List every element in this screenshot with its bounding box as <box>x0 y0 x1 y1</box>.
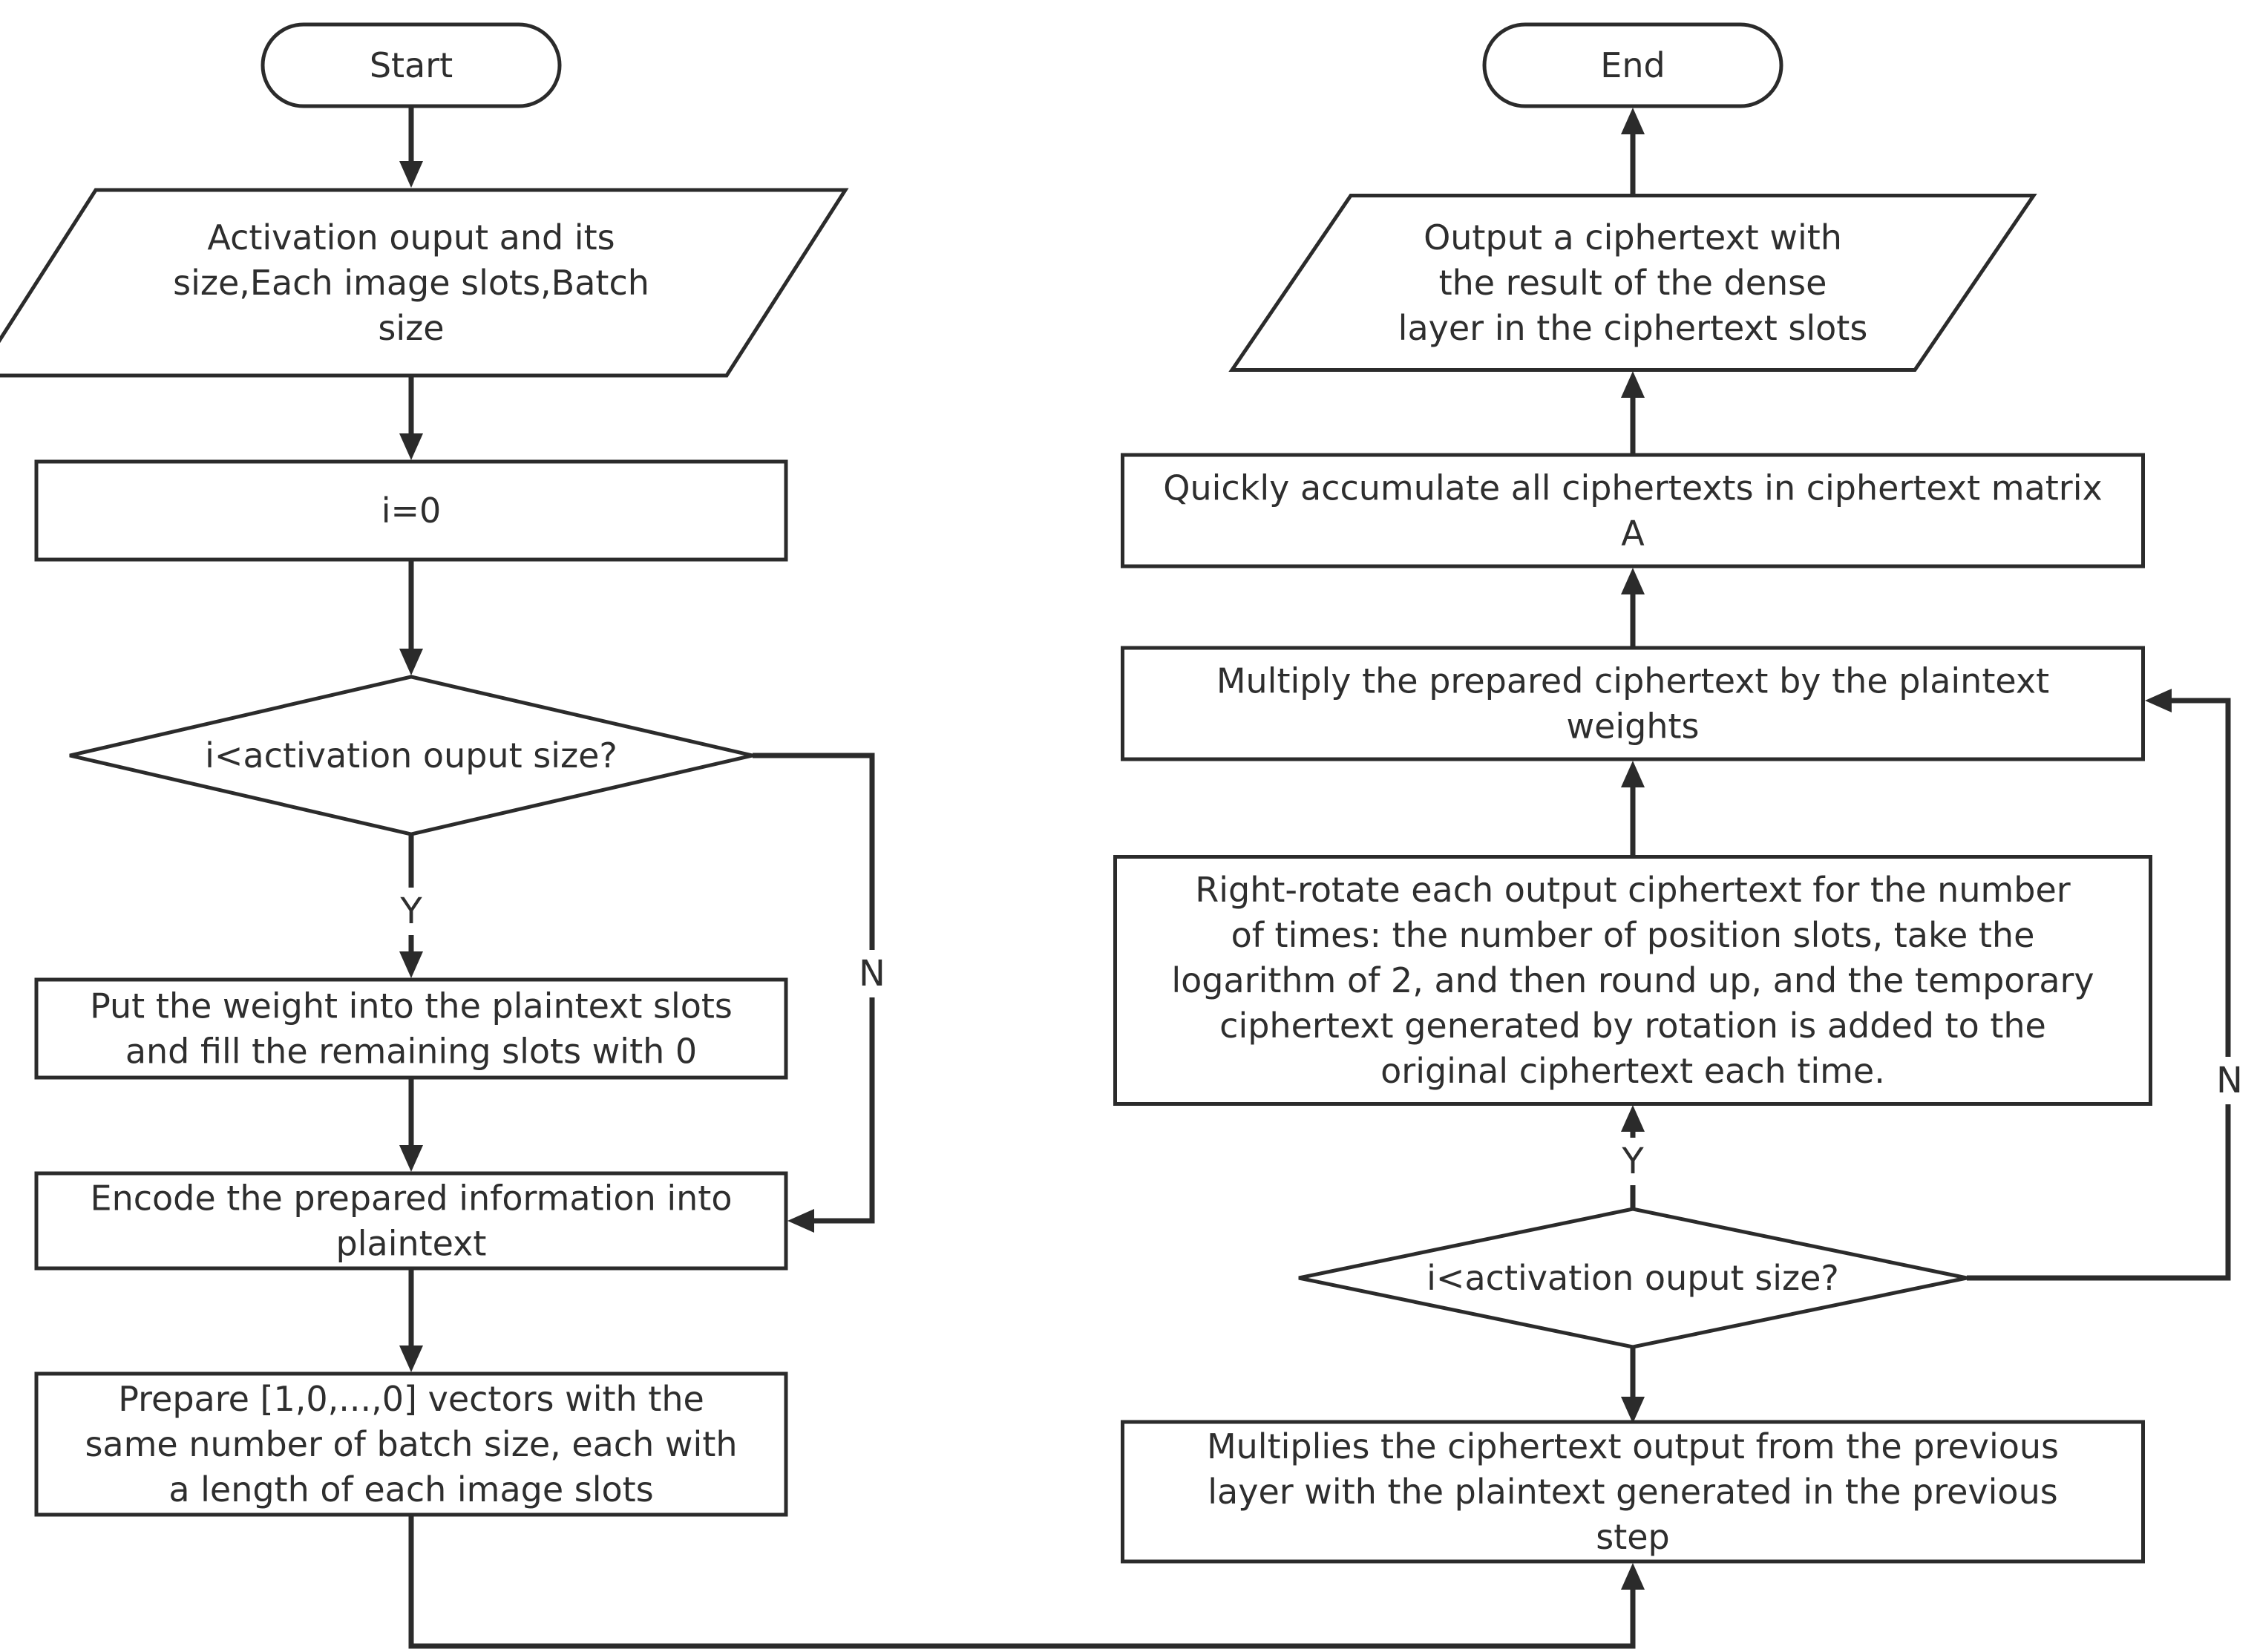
arrowhead <box>1621 761 1645 787</box>
process-box <box>1121 1420 2145 1564</box>
arrowhead <box>1621 1563 1645 1590</box>
node-label-line: ciphertext generated by rotation is adde… <box>1219 1006 2046 1046</box>
edge-label-background <box>854 950 891 997</box>
edge-rotate-to-multiply <box>1621 761 1645 856</box>
node-label-line: a length of each image slots <box>168 1469 653 1510</box>
edge-prepare-to-multiplies <box>408 1515 1645 1649</box>
edge-put-to-encode <box>399 1078 423 1172</box>
node-label-line: A <box>1621 514 1645 554</box>
node-put: Put the weight into the plaintext slots a… <box>34 977 788 1080</box>
node-encode: Encode the prepared information into plai… <box>34 1171 788 1271</box>
process-box <box>34 977 788 1080</box>
edge-accumulate-to-output <box>1621 371 1645 454</box>
node-label-line: original ciphertext each time. <box>1380 1051 1885 1091</box>
node-label-line: Prepare [1,0,...,0] vectors with the <box>118 1379 704 1419</box>
edge-cond2-to-rotate: Y <box>1614 1105 1651 1209</box>
arrowhead <box>1621 371 1645 398</box>
node-label-line: layer in the ciphertext slots <box>1398 308 1868 348</box>
edge-start-to-input <box>399 106 423 188</box>
edge-label-background <box>393 888 430 935</box>
edge-multiplies-to-cond2 <box>1621 1347 1645 1423</box>
node-accumulate: Quickly accumulate all ciphertexts in ci… <box>1121 453 2145 568</box>
edge-output-to-end <box>1621 108 1645 195</box>
node-input: Activation ouput and its size,Each image … <box>0 188 849 378</box>
process-box <box>1121 453 2145 568</box>
node-label-line: logarithm of 2, and then round up, and t… <box>1171 960 2094 1000</box>
node-cond1: i<activation ouput size? <box>69 675 753 836</box>
edge-label: Y <box>1621 1141 1644 1182</box>
arrowhead <box>1621 1105 1645 1132</box>
edge-multiply-to-accumulate <box>1621 568 1645 647</box>
node-rotate: Right-rotate each output ciphertext for … <box>1113 855 2152 1106</box>
edge-cond1-to-encode: N <box>753 753 891 1233</box>
connector-line <box>1967 698 2231 1281</box>
node-label-line: size <box>378 308 444 348</box>
connector-line <box>408 1515 1636 1649</box>
node-label-line: Multiply the prepared ciphertext by the … <box>1216 661 2049 701</box>
arrowhead <box>1621 1397 1645 1423</box>
node-start: Start <box>261 22 562 108</box>
node-multiply: Multiply the prepared ciphertext by the … <box>1121 646 2145 761</box>
edge-cond1-to-put: Y <box>393 834 430 978</box>
edge-label: N <box>2216 1060 2243 1101</box>
node-label-line: Output a ciphertext with <box>1424 217 1842 258</box>
node-output: Output a ciphertext with the result of th… <box>1228 194 2037 372</box>
node-end: End <box>1482 22 1783 108</box>
edge-label-background <box>1614 1138 1651 1185</box>
node-label-line: the result of the dense <box>1439 263 1827 303</box>
edge-label: Y <box>399 891 422 932</box>
node-label-line: Quickly accumulate all ciphertexts in ci… <box>1163 468 2102 508</box>
node-multiplies: Multiplies the ciphertext output from th… <box>1121 1420 2145 1564</box>
node-label-line: weights <box>1566 707 1699 747</box>
arrowhead <box>1621 108 1645 134</box>
node-label-line: Put the weight into the plaintext slots <box>90 986 733 1026</box>
arrowhead <box>787 1209 814 1233</box>
node-label-line: plaintext <box>336 1224 487 1264</box>
node-label-line: Right-rotate each output ciphertext for … <box>1195 870 2071 910</box>
arrowhead <box>399 1345 423 1372</box>
edge-label: N <box>859 953 885 994</box>
arrowhead <box>399 161 423 188</box>
node-prepare: Prepare [1,0,...,0] vectors with the same… <box>34 1371 788 1517</box>
node-label-line: same number of batch size, each with <box>85 1424 737 1464</box>
process-box <box>34 459 788 562</box>
node-label-line: Activation ouput and its <box>207 217 615 258</box>
arrowhead <box>2145 689 2172 712</box>
node-label-line: Multiplies the ciphertext output from th… <box>1207 1426 2059 1466</box>
node-init: i=0 <box>34 459 788 562</box>
node-label-line: i<activation ouput size? <box>205 735 618 776</box>
arrowhead <box>399 1145 423 1172</box>
data-parallelogram <box>1228 194 2037 372</box>
terminator-shape <box>1482 22 1783 108</box>
edge-input-to-init <box>399 376 423 460</box>
process-box <box>34 1171 788 1271</box>
arrowhead <box>399 433 423 460</box>
node-label-line: step <box>1596 1517 1670 1557</box>
process-box <box>34 1371 788 1517</box>
process-box <box>1113 855 2152 1106</box>
node-cond2: i<activation ouput size? <box>1298 1207 1968 1349</box>
node-label-line: and fill the remaining slots with 0 <box>125 1032 697 1072</box>
process-box <box>1121 646 2145 761</box>
edge-encode-to-prepare <box>399 1268 423 1372</box>
arrowhead <box>399 951 423 978</box>
data-parallelogram <box>0 188 849 378</box>
node-label-line: layer with the plaintext generated in th… <box>1208 1472 2057 1512</box>
edge-init-to-cond1 <box>399 560 423 675</box>
node-label-line: End <box>1600 45 1665 85</box>
edge-label-background <box>2211 1057 2248 1104</box>
arrowhead <box>399 649 423 675</box>
edge-cond2-to-multiply: N <box>1967 689 2248 1281</box>
node-label-line: i<activation ouput size? <box>1426 1258 1839 1298</box>
node-label-line: Start <box>370 45 453 85</box>
node-label-line: Encode the prepared information into <box>91 1179 733 1219</box>
node-label-line: i=0 <box>381 491 442 531</box>
node-label-line: size,Each image slots,Batch <box>173 263 649 303</box>
arrowhead <box>1621 568 1645 594</box>
node-label-line: of times: the number of position slots, … <box>1231 915 2035 955</box>
